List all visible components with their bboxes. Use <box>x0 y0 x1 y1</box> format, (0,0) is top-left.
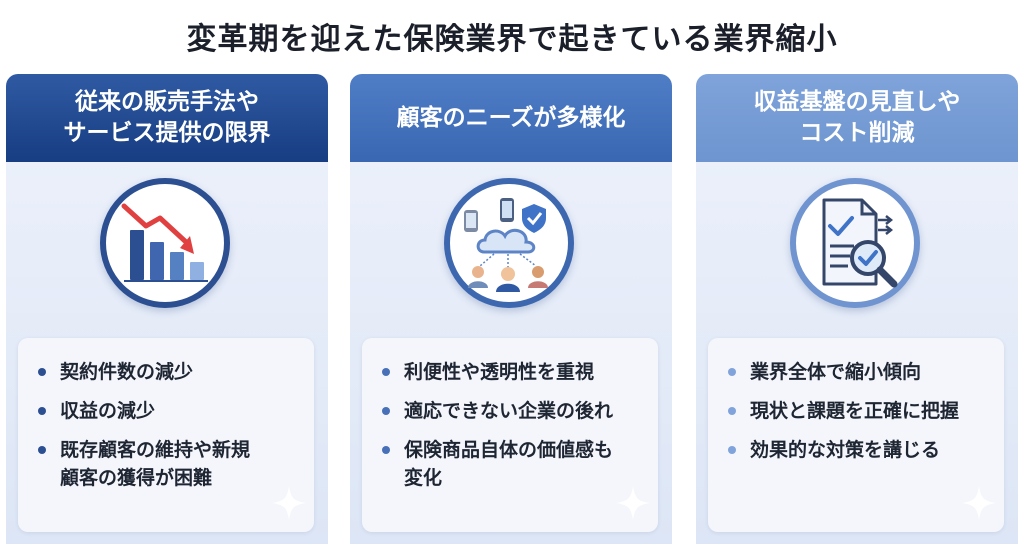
bullet-card: 業界全体で縮小傾向 現状と課題を正確に把握 効果的な対策を講じる <box>708 338 1004 532</box>
list-item: 業界全体で縮小傾向 <box>728 358 994 386</box>
bullet-dot <box>382 368 390 376</box>
bullet-card: 利便性や透明性を重視 適応できない企業の後れ 保険商品自体の価値感も 変化 <box>362 338 658 532</box>
panel-header-line2: サービス提供の限界 <box>63 120 271 146</box>
list-item: 収益の減少 <box>38 397 304 425</box>
panel-header: 顧客のニーズが多様化 <box>350 74 672 162</box>
cloud-network-users-icon <box>464 198 548 292</box>
bullet-dot <box>728 446 736 454</box>
declining-bar-chart-icon <box>121 203 208 282</box>
sparkle-icon <box>271 485 307 521</box>
sparkle-icon <box>961 485 997 521</box>
icon-badge <box>790 178 920 308</box>
bullet-dot <box>382 446 390 454</box>
panel-header-line1: 収益基盤の見直しや <box>753 89 961 115</box>
panel-header-line1: 顧客のニーズが多様化 <box>396 104 626 131</box>
bullet-card: 契約件数の減少 収益の減少 既存顧客の維持や新規 顧客の獲得が困難 <box>18 338 314 532</box>
panel-revenue-review: 収益基盤の見直しや コスト削減 業界全体で縮小傾向 現状と課題を正確に把握 効果… <box>696 74 1018 544</box>
panel-customer-needs: 顧客のニーズが多様化 利便性や透明性を重視 適応できない企業の後れ 保険商品 <box>350 74 672 544</box>
sparkle-icon <box>615 485 651 521</box>
bullet-dot <box>38 446 46 454</box>
bullet-dot <box>38 407 46 415</box>
list-item: 契約件数の減少 <box>38 358 304 386</box>
list-item: 保険商品自体の価値感も <box>382 436 648 464</box>
panel-header: 従来の販売手法や サービス提供の限界 <box>6 74 328 162</box>
list-item: 効果的な対策を講じる <box>728 436 994 464</box>
icon-badge <box>100 178 230 308</box>
list-item: 適応できない企業の後れ <box>382 397 648 425</box>
list-item: 利便性や透明性を重視 <box>382 358 648 386</box>
panel-sales-limits: 従来の販売手法や サービス提供の限界 契約件数の減少 収益の減少 既存顧客の維持… <box>6 74 328 544</box>
panel-header-line1: 従来の販売手法や <box>75 89 259 115</box>
list-item: 現状と課題を正確に把握 <box>728 397 994 425</box>
document-review-magnifier-icon <box>822 198 898 288</box>
bullet-dot <box>728 368 736 376</box>
bullet-dot <box>728 407 736 415</box>
panel-header: 収益基盤の見直しや コスト削減 <box>696 74 1018 162</box>
list-item: 既存顧客の維持や新規 <box>38 436 304 464</box>
panel-header-line2: コスト削減 <box>799 120 915 146</box>
bullet-dot <box>382 407 390 415</box>
bullet-dot <box>38 368 46 376</box>
list-item-continuation: 顧客の獲得が困難 <box>60 467 213 489</box>
icon-badge <box>444 178 574 308</box>
page-title: 変革期を迎えた保険業界で起きている業界縮小 <box>186 22 838 57</box>
list-item-continuation: 変化 <box>404 467 443 489</box>
